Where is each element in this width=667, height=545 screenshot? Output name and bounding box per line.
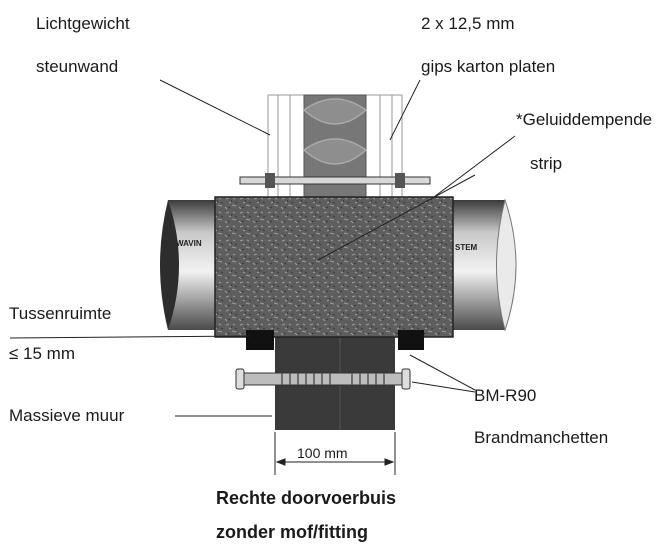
caption-line2: zonder mof/fitting [216,522,368,542]
label-massive-wall: Massieve muur [9,406,125,425]
caption-line1: Rechte doorvoerbuis [216,488,397,508]
label-dimension: 100 mm [297,445,348,461]
lightweight-wall [267,94,403,211]
label-lightweight-wall-line1: Lichtgewicht [36,14,130,33]
top-threaded-rod [239,173,431,188]
collar-bracket-bottom-left [246,330,274,350]
label-collar-line2: Brandmanchetten [474,428,609,447]
bottom-threaded-rod [235,368,411,390]
label-strip-line1: *Geluiddempende [516,110,653,129]
label-gap-line1: Tussenruimte [9,304,112,323]
pipe-print-right: STEM [455,243,478,252]
label-lightweight-wall-line2: steunwand [36,57,119,76]
sound-dampening-strip [214,196,454,338]
label-collar-line1: BM-R90 [474,386,537,405]
label-boards-line2: gips karton platen [421,57,556,76]
leader-lines [9,79,516,417]
dimension-line [274,432,396,475]
pipe-print-left: WAVIN [176,239,202,248]
label-gap-line2: ≤ 15 mm [9,344,76,363]
collar-bracket-bottom-right [398,330,424,350]
label-strip-line2: strip [530,154,563,173]
label-boards-line1: 2 x 12,5 mm [421,14,515,33]
